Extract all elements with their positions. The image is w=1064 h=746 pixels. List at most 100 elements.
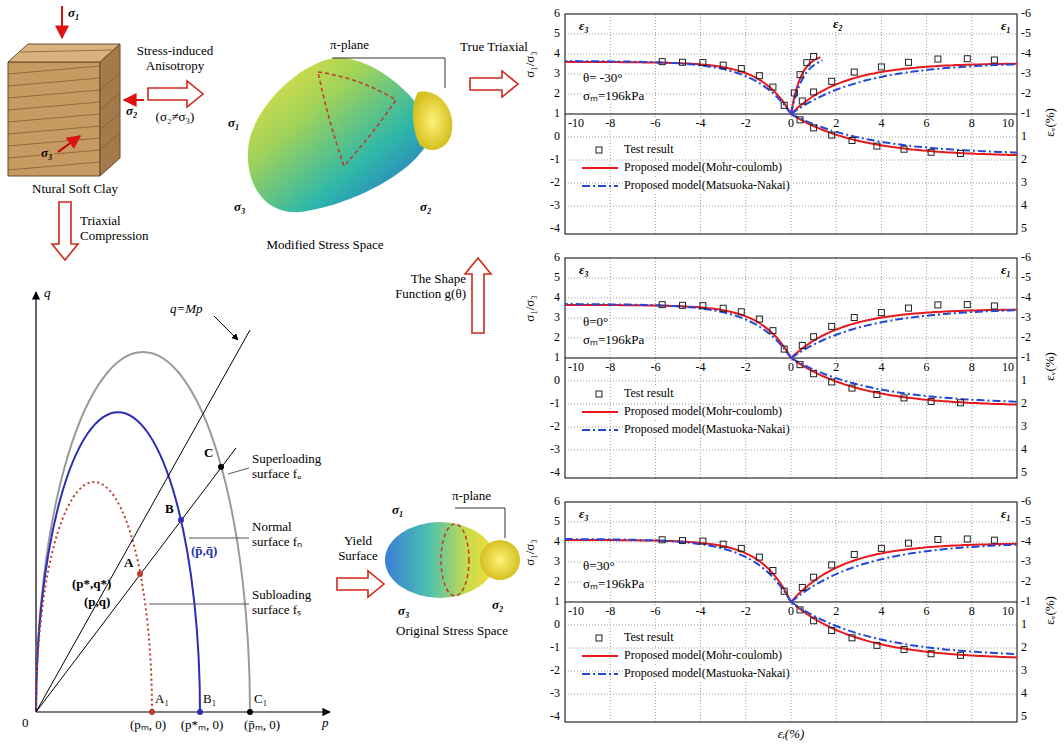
tick-label: -6 (1021, 495, 1031, 509)
axis-label: εᵥ(%) (1043, 108, 1058, 137)
node-label: (pₘ, 0) (130, 718, 166, 733)
tick-label: -2 (550, 420, 560, 434)
tick-label: 3 (1021, 664, 1027, 678)
data-point (700, 303, 706, 309)
tick-label: -2 (550, 664, 560, 678)
tick-label: 2 (1021, 153, 1027, 167)
stress-arrow (58, 136, 80, 152)
model-curve (791, 64, 1017, 114)
data-point (874, 642, 880, 648)
tick-label: -8 (604, 361, 616, 375)
p-axis (36, 711, 330, 712)
tick-label: 5 (554, 515, 560, 529)
legend-label: Test result (623, 631, 674, 645)
tick-label: 1 (554, 595, 560, 609)
node-label: Superloading surface fᵤ (252, 452, 332, 482)
model-curve (791, 114, 1017, 153)
yield-surface (385, 522, 495, 598)
axis-label: σ₁/σ₃ (523, 51, 538, 78)
data-point (770, 84, 776, 90)
pi-section (318, 72, 396, 166)
grid-line (565, 318, 1017, 319)
model-curve (791, 310, 1017, 358)
node-label: σ₂ (126, 104, 138, 119)
axis-label: θ=0° (582, 315, 609, 330)
data-point (720, 62, 726, 68)
tick-label: 10 (1001, 605, 1015, 619)
model-curve (791, 358, 1017, 405)
node-label: B (165, 502, 174, 517)
data-point (928, 149, 934, 155)
node-label: Ntural Soft Clay (32, 182, 118, 197)
illustration-panel: π-planeσ₁σ₃σ₂Modified Stress Space (205, 26, 468, 256)
legend-label: Proposed model(Matsuoka-Nakai) (623, 179, 791, 193)
data-point (799, 584, 805, 590)
data-point (781, 588, 787, 594)
data-point (878, 545, 884, 551)
data-point (958, 652, 964, 658)
edge-label: Stress-induced Anisotropy (125, 44, 225, 74)
tick-label: -5 (1021, 27, 1031, 41)
model-curve (565, 61, 791, 114)
tick-label: 2 (1021, 641, 1027, 655)
legend-sample (582, 185, 618, 187)
data-point (928, 651, 934, 657)
tick-label: 4 (554, 291, 560, 305)
legend-sample (582, 429, 618, 431)
true-triaxial-charts (565, 14, 1017, 722)
node-label: π-plane (330, 38, 369, 53)
data-point (906, 305, 912, 311)
axis-label: εᵥ(%) (1043, 596, 1058, 625)
q-axis (35, 292, 36, 712)
data-point (659, 302, 665, 308)
tick-label: -2 (740, 605, 752, 619)
tick-label: -4 (1021, 535, 1031, 549)
data-point (829, 78, 835, 84)
tick-label: 6 (554, 251, 560, 265)
grid-line (565, 206, 1017, 207)
stress-point (137, 571, 143, 577)
data-point (738, 545, 744, 551)
data-point (799, 342, 805, 348)
grid-line (565, 298, 1017, 299)
free-label: εᵢ(%) (778, 727, 805, 742)
axis-label: εᵥ(%) (1043, 352, 1058, 381)
legend-label: Test result (623, 387, 674, 401)
tick-label: 4 (877, 117, 885, 131)
soil-cube (8, 6, 144, 176)
tick-label: 0 (787, 605, 795, 619)
tick-label: 5 (1021, 710, 1027, 724)
node-label: Subloading surface fₛ (252, 588, 332, 618)
grid-line (565, 278, 1017, 279)
tick-label: -2 (740, 117, 752, 131)
data-point (851, 315, 857, 321)
tick-label: 2 (1021, 397, 1027, 411)
data-point (829, 379, 835, 385)
bedding-lines (8, 50, 120, 170)
data-point (680, 538, 686, 544)
tick-label: 3 (554, 67, 560, 81)
tick-label: 8 (968, 605, 976, 619)
tick-label: 5 (554, 27, 560, 41)
grid-line (565, 381, 1017, 382)
model-curve (791, 545, 1017, 602)
edge-label: Triaxial Compression (80, 214, 170, 244)
data-point (906, 540, 912, 546)
node-label: σ₃ (398, 604, 410, 619)
data-point (958, 400, 964, 406)
tick-label: 5 (1021, 222, 1027, 236)
node-label: π-plane (452, 489, 491, 504)
tick-label: -4 (550, 222, 560, 236)
data-point (738, 309, 744, 315)
node-label: σ₃ (234, 200, 246, 215)
data-point (901, 395, 907, 401)
tick-label: -6 (1021, 251, 1031, 265)
tick-label: 0 (554, 374, 560, 388)
model-curve (791, 544, 1017, 602)
data-point (878, 310, 884, 316)
data-point (659, 537, 665, 543)
data-point (811, 125, 817, 131)
legend-label: Proposed model(Mohr-coulomb) (623, 649, 783, 663)
tick-label: -2 (1021, 575, 1031, 589)
data-point (659, 59, 665, 65)
